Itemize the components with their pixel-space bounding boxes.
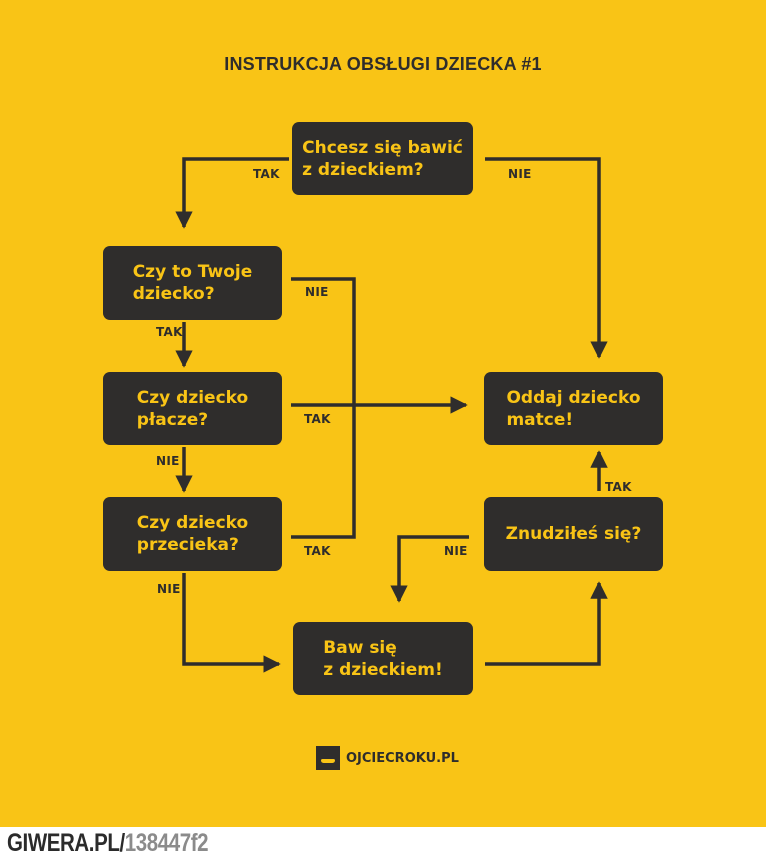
label-leaking-no: NIE [157,582,181,596]
label-start-no: NIE [508,167,532,181]
label-bored-no: NIE [444,544,468,558]
node-mother-label: Oddaj dziecko matce! [506,387,641,430]
arrow-start-yes [175,157,289,229]
watermark-site: GIWERA.PL/ [7,829,125,857]
label-crying-no: NIE [156,454,180,468]
page-title: INSTRUKCJA OBSŁUGI DZIECKA #1 [224,54,542,74]
flowchart-canvas: INSTRUKCJA OBSŁUGI DZIECKA #1 Chcesz się… [0,0,766,827]
node-bored: Znudziłeś się? [484,497,663,571]
logo-text: OJCIECROKU.PL [346,750,459,766]
flow-arrows [175,157,608,673]
node-play-label: Baw się z dzieckiem! [323,637,443,680]
node-start: Chcesz się bawić z dzieckiem? [292,122,473,195]
watermark-footer: GIWERA.PL/138447f2 [7,829,209,857]
arrow-bored-no [390,535,469,603]
label-bored-yes: TAK [605,480,632,494]
label-own-yes: TAK [156,325,183,339]
arrow-play-to-bored [485,581,608,666]
watermark-id: 138447f2 [124,829,209,857]
label-own-no: NIE [305,285,329,299]
arrow-leaking-no [182,573,281,673]
node-leaking-label: Czy dziecko przecieka? [136,513,249,555]
node-start-label: Chcesz się bawić z dzieckiem? [302,137,463,180]
node-leaking: Czy dziecko przecieka? [103,497,282,571]
node-crying-label: Czy dziecko płacze? [136,387,249,430]
node-mother: Oddaj dziecko matce! [484,372,663,445]
label-start-yes: TAK [253,167,280,181]
label-crying-yes: TAK [304,412,331,426]
arrow-start-no [485,157,608,359]
node-bored-label: Znudziłeś się? [505,524,642,544]
mustache-icon [316,746,340,770]
node-own-child: Czy to Twoje dziecko? [103,246,282,320]
node-own-child-label: Czy to Twoje dziecko? [132,262,253,304]
node-play: Baw się z dzieckiem! [293,622,473,695]
label-leaking-yes: TAK [304,544,331,558]
arrow-own-no [291,277,356,539]
node-crying: Czy dziecko płacze? [103,372,282,445]
brand-logo: OJCIECROKU.PL [316,746,459,770]
